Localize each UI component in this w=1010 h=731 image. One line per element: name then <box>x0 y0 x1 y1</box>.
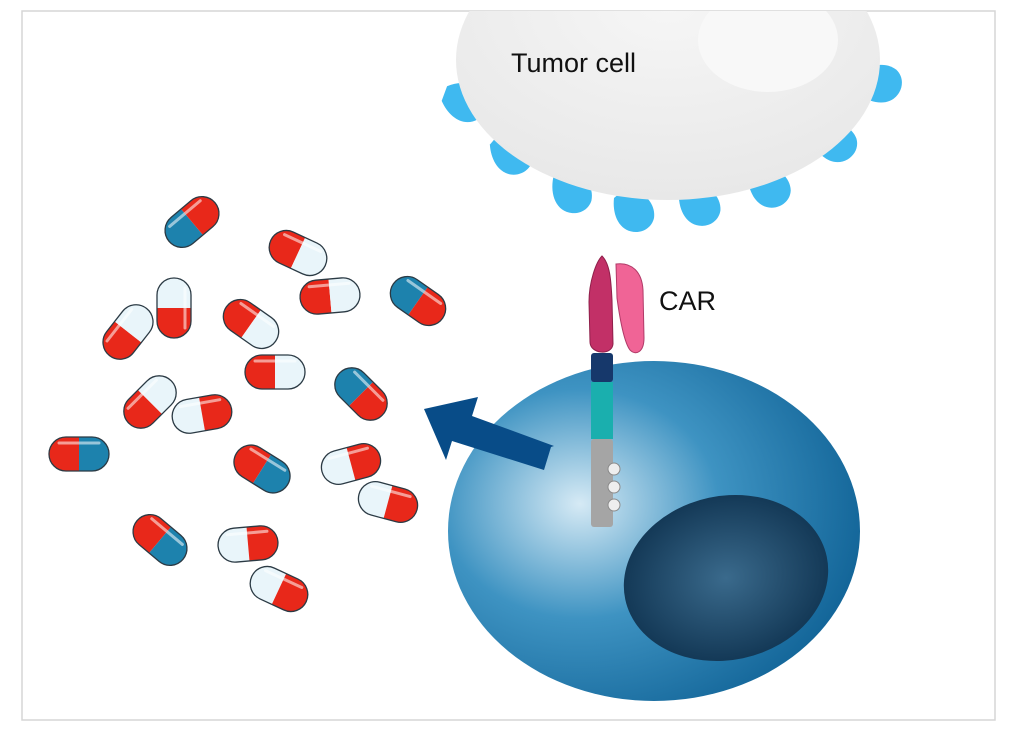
capsule-outline <box>249 565 309 613</box>
capsule-half <box>334 367 374 407</box>
car-heavy-chain <box>588 255 614 353</box>
capsule-half <box>271 573 308 612</box>
itam-motif <box>607 462 621 476</box>
capsule-highlight <box>239 302 276 328</box>
drug-capsule-icon <box>102 304 154 360</box>
itam-motif <box>607 498 621 512</box>
drug-capsule-icon <box>299 277 361 315</box>
capsule-outline <box>233 444 291 494</box>
car-hinge <box>591 353 613 382</box>
capsule-half <box>300 279 332 315</box>
capsule-half <box>149 526 187 566</box>
drug-capsule-icon <box>123 375 177 429</box>
capsule-half <box>137 375 177 415</box>
drug-capsule-icon <box>48 436 110 472</box>
car-label: CAR <box>659 286 716 316</box>
capsule-outline <box>334 367 388 421</box>
capsule-half <box>252 454 291 493</box>
drug-capsule-icon <box>249 565 309 613</box>
capsule-highlight <box>105 307 134 343</box>
capsule-half <box>114 304 153 343</box>
capsule-half <box>79 437 109 471</box>
capsule-highlight <box>307 281 351 289</box>
drug-capsule-icon <box>334 367 388 421</box>
drug-capsule-icon <box>233 444 291 494</box>
capsule-highlight <box>353 370 385 402</box>
release-arrow-icon <box>424 397 554 470</box>
capsule-half <box>49 437 79 471</box>
capsule-half <box>348 381 388 421</box>
drug-capsule-icon <box>217 525 279 563</box>
capsule-half <box>181 196 219 236</box>
capsule-highlight <box>264 569 304 589</box>
capsule-outline <box>222 298 280 350</box>
capsule-outline <box>357 480 419 524</box>
capsule-half <box>123 389 163 429</box>
capsule-half <box>275 355 305 389</box>
capsule-half <box>103 321 142 360</box>
drug-capsule-icon <box>222 298 280 350</box>
car-light-chain <box>615 263 645 354</box>
capsule-highlight <box>406 279 443 305</box>
capsule-highlight <box>370 484 412 499</box>
capsule-half <box>157 278 191 308</box>
capsule-highlight <box>249 447 287 472</box>
capsule-outline <box>299 277 361 315</box>
capsule-half <box>245 355 275 389</box>
drug-capsule-icon <box>389 275 447 327</box>
capsule-outline <box>171 394 233 434</box>
drug-capsule-icon <box>156 277 192 339</box>
capsule-half <box>241 310 279 349</box>
itam-motif <box>607 480 621 494</box>
capsule-half <box>199 394 232 431</box>
drug-capsule-icon <box>171 394 233 434</box>
capsule-outline <box>123 375 177 429</box>
capsule-highlight <box>150 517 184 546</box>
capsule-outline <box>217 525 279 563</box>
capsule-highlight <box>327 446 369 461</box>
capsule-half <box>157 308 191 338</box>
drug-capsules <box>48 195 447 613</box>
nucleus-icon <box>623 494 829 662</box>
tumor-nucleus-icon <box>698 11 838 92</box>
capsule-outline <box>164 195 220 249</box>
drug-capsule-icon <box>164 195 220 249</box>
capsule-highlight <box>225 529 269 537</box>
drug-capsule-icon <box>320 442 382 486</box>
capsule-outline <box>48 436 110 472</box>
capsule-half <box>246 525 278 561</box>
capsule-highlight <box>126 378 158 410</box>
capsule-half <box>328 277 360 313</box>
capsule-half <box>218 527 250 563</box>
capsule-outline <box>268 229 328 277</box>
tumor-cell-icon <box>456 11 880 200</box>
capsule-highlight <box>178 398 222 409</box>
drug-capsule-icon <box>244 354 306 390</box>
drug-capsule-icon <box>132 513 188 567</box>
capsule-outline <box>132 513 188 567</box>
capsule-outline <box>156 277 192 339</box>
drug-capsule-icon <box>268 229 328 277</box>
capsule-highlight <box>168 199 202 228</box>
tumor-cell-label: Tumor cell <box>511 48 636 78</box>
capsule-half <box>133 514 171 554</box>
capsule-half <box>165 208 203 248</box>
capsule-half <box>408 287 446 326</box>
capsule-half <box>290 237 327 276</box>
capsule-outline <box>244 354 306 390</box>
car-t-cell-icon <box>448 361 860 701</box>
capsule-outline <box>102 304 154 360</box>
capsule-outline <box>320 442 382 486</box>
car-transmembrane <box>591 382 613 439</box>
drug-capsule-icon <box>357 480 419 524</box>
capsule-outline <box>389 275 447 327</box>
capsule-highlight <box>283 233 323 253</box>
car-receptor <box>588 255 645 527</box>
